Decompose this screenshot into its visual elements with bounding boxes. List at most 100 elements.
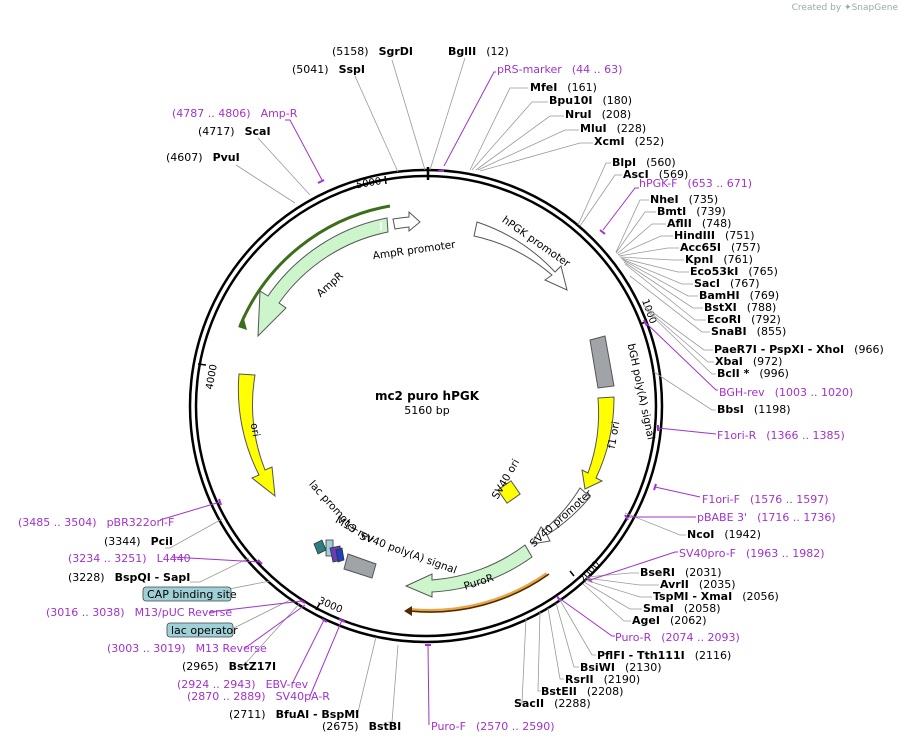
site-kpni[interactable]: KpnI(761) bbox=[685, 253, 753, 266]
site-mfei[interactable]: MfeI(161) bbox=[530, 81, 597, 94]
site-bmti[interactable]: BmtI(739) bbox=[657, 205, 726, 218]
sv40-polya-box[interactable] bbox=[343, 553, 377, 579]
site-blpi[interactable]: BlpI(560) bbox=[612, 156, 676, 169]
site-bstbi[interactable]: (2675)BstBI bbox=[322, 720, 401, 733]
site-pcii[interactable]: (3344)PciI bbox=[104, 535, 173, 548]
cap-binding-site-box[interactable] bbox=[142, 586, 232, 602]
site-pvui[interactable]: (4607)PvuI bbox=[166, 151, 240, 164]
backbone-inner bbox=[194, 174, 658, 638]
left-leader-lines bbox=[165, 57, 466, 723]
puror-highlight bbox=[409, 572, 549, 613]
primer-puro-f[interactable]: Puro-F(2570 .. 2590) bbox=[431, 720, 555, 733]
site-bamhi[interactable]: BamHI(769) bbox=[699, 289, 779, 302]
site-sacii[interactable]: SacII(2288) bbox=[514, 697, 591, 710]
site-tspmi-xmai[interactable]: TspMI - XmaI(2056) bbox=[653, 590, 779, 603]
site-sgrdi[interactable]: (5158)SgrDI bbox=[332, 45, 413, 58]
sv40-ori-box[interactable] bbox=[497, 480, 521, 504]
site-bsiwi[interactable]: BsiWI(2130) bbox=[580, 661, 662, 674]
primer-bgh-rev[interactable]: BGH-rev(1003 .. 1020) bbox=[719, 386, 853, 399]
ampr-label: AmpR bbox=[315, 270, 346, 300]
cap-binding-site-label: CAP binding site bbox=[147, 588, 237, 601]
plasmid-size: 5160 bp bbox=[404, 404, 449, 417]
site-smai[interactable]: SmaI(2058) bbox=[643, 602, 720, 615]
site-asci[interactable]: AscI(569) bbox=[623, 168, 688, 181]
ampr-highlight bbox=[238, 204, 391, 327]
tick-2000 bbox=[569, 570, 575, 577]
tick-label-4000: 4000 bbox=[205, 364, 220, 391]
site-bcli[interactable]: BclI *(996) bbox=[717, 367, 789, 380]
primer-f1ori-f[interactable]: F1ori-F(1576 .. 1597) bbox=[702, 493, 829, 506]
ampr-highlight-head bbox=[238, 319, 247, 330]
site-saci[interactable]: SacI(767) bbox=[694, 277, 760, 290]
primer-leader-lines bbox=[159, 71, 718, 726]
tick-3000 bbox=[315, 602, 321, 611]
primer-prs-marker[interactable]: pRS-marker(44 .. 63) bbox=[497, 63, 622, 76]
site-ecori[interactable]: EcoRI(792) bbox=[707, 313, 781, 326]
site-acc65i[interactable]: Acc65I(757) bbox=[680, 241, 761, 254]
primer-sv40pro-f[interactable]: SV40pro-F(1963 .. 1982) bbox=[679, 547, 825, 560]
primer-pbabe3[interactable]: pBABE 3'(1716 .. 1736) bbox=[697, 511, 836, 524]
primer-pbr322ori-f[interactable]: (3485 .. 3504)pBR322ori-F bbox=[18, 516, 174, 529]
site-eco53ki[interactable]: Eco53kI(765) bbox=[690, 265, 778, 278]
site-nhei[interactable]: NheI(735) bbox=[650, 193, 718, 206]
sv40-promoter-arrow[interactable] bbox=[531, 487, 591, 545]
site-rsrii[interactable]: RsrII(2190) bbox=[565, 673, 640, 686]
hpgk-promoter-arrow[interactable] bbox=[473, 221, 568, 291]
site-bsteii[interactable]: BstEII(2208) bbox=[541, 685, 623, 698]
ampr-marker bbox=[380, 222, 382, 230]
site-nrui[interactable]: NruI(208) bbox=[565, 108, 631, 121]
primer-hpgk-f[interactable]: hPGK-F(653 .. 671) bbox=[639, 177, 752, 190]
ori-arrow[interactable] bbox=[237, 373, 276, 498]
site-sspi[interactable]: (5041)SspI bbox=[292, 63, 365, 76]
site-scai[interactable]: (4717)ScaI bbox=[198, 125, 271, 138]
credit-prefix: Created by bbox=[791, 3, 842, 13]
site-bstxi[interactable]: BstXI(788) bbox=[704, 301, 776, 314]
tick-5000 bbox=[384, 175, 387, 185]
site-aflii[interactable]: AflII(748) bbox=[667, 217, 731, 230]
cap-binding-feature[interactable] bbox=[313, 539, 327, 555]
f1-ori-arrow[interactable] bbox=[581, 396, 615, 490]
right-leader-lines bbox=[469, 87, 716, 704]
site-snabi[interactable]: SnaBI(855) bbox=[711, 325, 786, 338]
primer-m13puc-reverse[interactable]: (3016 .. 3038)M13/pUC Reverse bbox=[46, 606, 232, 619]
site-paer7i-pspxi-xhoi[interactable]: PaeR7I - PspXI - XhoI(966) bbox=[714, 343, 884, 356]
site-bbsi[interactable]: BbsI(1198) bbox=[717, 403, 790, 416]
site-bfuai-bspmi[interactable]: (2711)BfuAI - BspMI bbox=[229, 708, 359, 721]
sv40-promoter-label: SV40 promoter bbox=[528, 487, 595, 549]
tick-4000 bbox=[197, 363, 207, 366]
site-ncoi[interactable]: NcoI(1942) bbox=[687, 528, 761, 541]
site-bstz17i[interactable]: (2965)BstZ17I bbox=[182, 660, 276, 673]
lac-operator-label: lac operator bbox=[171, 624, 238, 637]
site-mlui[interactable]: MluI(228) bbox=[580, 122, 646, 135]
site-bseri[interactable]: BseRI(2031) bbox=[640, 566, 722, 579]
primer-m13-reverse[interactable]: (3003 .. 3019)M13 Reverse bbox=[107, 642, 267, 655]
primer-l4440[interactable]: (3234 .. 3251)L4440 bbox=[68, 552, 191, 565]
site-bspqi-sapi[interactable]: (3228)BspQI - SapI bbox=[68, 571, 190, 584]
site-avrii[interactable]: AvrII(2035) bbox=[660, 578, 735, 591]
site-bglii[interactable]: BglII(12) bbox=[448, 45, 509, 58]
puror-arrow[interactable] bbox=[404, 544, 533, 598]
site-pflfi-tth111i[interactable]: PflFI - Tth111I(2116) bbox=[597, 649, 731, 662]
site-hindiii[interactable]: HindIII(751) bbox=[674, 229, 755, 242]
primer-puro-r[interactable]: Puro-R(2074 .. 2093) bbox=[615, 631, 740, 644]
site-agei[interactable]: AgeI(2062) bbox=[632, 614, 707, 627]
tick-label-3000: 3000 bbox=[316, 595, 344, 615]
primer-f1ori-r[interactable]: F1ori-R(1366 .. 1385) bbox=[717, 429, 845, 442]
ampr-promoter-arrow[interactable] bbox=[392, 210, 421, 233]
bgh-polya-box[interactable] bbox=[589, 335, 615, 389]
tick-label-5000: 5000 bbox=[355, 176, 382, 191]
ampr-promoter-label: AmpR promoter bbox=[372, 239, 457, 263]
credit-brand: SnapGene bbox=[851, 3, 898, 13]
primer-ebv-rev[interactable]: (2924 .. 2943)EBV-rev bbox=[177, 678, 309, 691]
primer-sv40pa-r[interactable]: (2870 .. 2889)SV40pA-R bbox=[187, 690, 330, 703]
ampr-arrow[interactable] bbox=[257, 217, 389, 338]
site-xcmi[interactable]: XcmI(252) bbox=[594, 135, 664, 148]
m13-rev-feature[interactable] bbox=[335, 547, 345, 563]
lac-operator-box[interactable] bbox=[166, 622, 234, 638]
site-bpu10i[interactable]: Bpu10I(180) bbox=[549, 94, 632, 107]
primer-amp-r[interactable]: (4787 .. 4806)Amp-R bbox=[172, 107, 298, 120]
site-xbai[interactable]: XbaI(972) bbox=[715, 355, 782, 368]
f1-ori-label: f1 ori bbox=[606, 420, 623, 449]
backbone-outer bbox=[188, 168, 664, 644]
